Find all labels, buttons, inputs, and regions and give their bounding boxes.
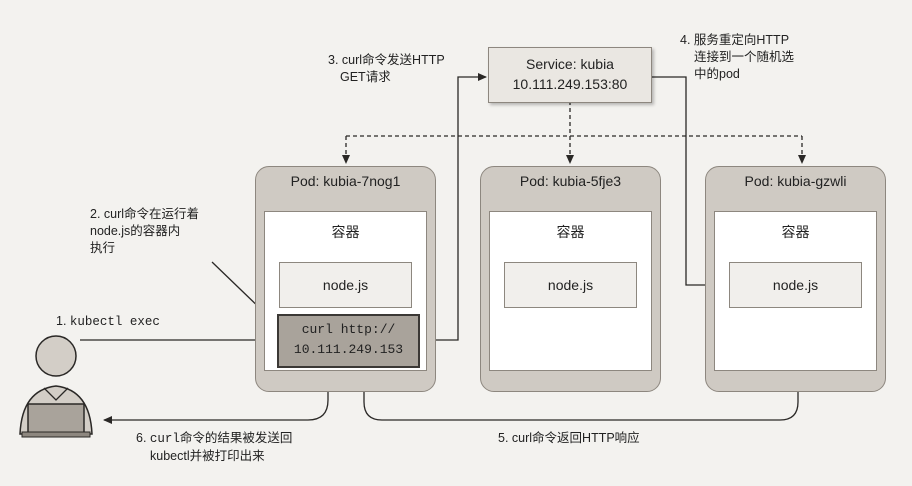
user-at-laptop-icon <box>19 335 93 438</box>
container-label: 容器 <box>556 224 585 240</box>
pod-title: Pod: kubia-5fje3 <box>519 173 622 189</box>
step4-line2: 连接到一个随机选 <box>694 50 795 64</box>
service-title: Service: kubia <box>526 56 614 72</box>
curl-line-2: 10.111.249.153 <box>293 342 404 357</box>
nodejs-label: node.js <box>772 277 819 293</box>
container-label: 容器 <box>331 224 360 240</box>
container-label: 容器 <box>781 224 810 240</box>
step1-code: kubectl exec <box>69 315 160 329</box>
step6-prefix: 6. <box>136 431 150 445</box>
nodejs-label: node.js <box>322 277 369 293</box>
pod-title: Pod: kubia-7nog1 <box>290 173 401 189</box>
step1-prefix: 1. <box>56 314 70 328</box>
pod-title: Pod: kubia-gzwli <box>744 173 847 189</box>
pod-2: Pod: kubia-5fje3 容器 node.js <box>480 166 661 392</box>
step4-line1: 4. 服务重定向HTTP <box>680 33 790 47</box>
container-box: 容器 node.js <box>489 211 652 371</box>
step3-line2: GET请求 <box>340 70 391 84</box>
step4-line3: 中的pod <box>694 67 740 81</box>
step5-line1: 5. curl命令返回HTTP响应 <box>498 431 640 445</box>
step6-suffix: 命令的结果被发送回 <box>179 431 293 445</box>
curl-command-box: curl http:// 10.111.249.153 <box>277 314 420 368</box>
step6-line1: 6. curl命令的结果被发送回 <box>136 430 292 448</box>
arrow-result <box>103 368 329 424</box>
nodejs-box: node.js <box>504 262 637 308</box>
note-step5: 5. curl命令返回HTTP响应 <box>498 430 640 447</box>
step2-line3: 执行 <box>90 241 116 255</box>
pod-3: Pod: kubia-gzwli 容器 node.js <box>705 166 886 392</box>
step3-line1: 3. curl命令发送HTTP <box>328 53 445 67</box>
note-step4: 4. 服务重定向HTTP 连接到一个随机选 中的pod <box>680 32 794 83</box>
step2-line1: 2. curl命令在运行着 <box>90 207 200 221</box>
note-step1: 1. kubectl exec <box>56 313 160 331</box>
arrow-response <box>360 308 799 421</box>
arrow-to-service <box>420 73 487 341</box>
service-box: Service: kubia 10.111.249.153:80 <box>488 47 652 103</box>
nodejs-label: node.js <box>547 277 594 293</box>
note-step6: 6. curl命令的结果被发送回 kubectl并被打印出来 <box>136 430 292 465</box>
step6-line2: kubectl并被打印出来 <box>150 449 265 463</box>
curl-line-1: curl http:// <box>301 322 396 337</box>
nodejs-box: node.js <box>729 262 862 308</box>
step2-line2: node.js的容器内 <box>90 224 181 238</box>
note-step2: 2. curl命令在运行着 node.js的容器内 执行 <box>90 206 199 257</box>
container-box: 容器 node.js <box>714 211 877 371</box>
service-address: 10.111.249.153:80 <box>512 76 628 92</box>
nodejs-box: node.js <box>279 262 412 308</box>
note-step3: 3. curl命令发送HTTP GET请求 <box>328 52 445 86</box>
step6-code: curl <box>149 432 180 446</box>
